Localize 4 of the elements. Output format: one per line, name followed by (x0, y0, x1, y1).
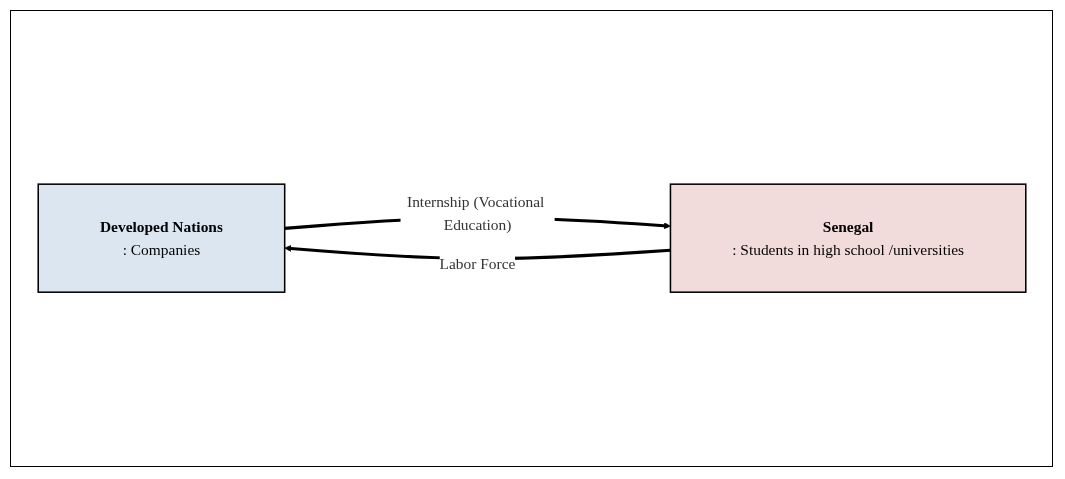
edge-label: Internship (Vocational Education) (406, 193, 544, 234)
node-box: Senegal : Students in high school /universities (669, 183, 1027, 294)
node-box: Developed Nations : Companies (36, 183, 285, 294)
edge-label: Labor Force (439, 255, 515, 273)
